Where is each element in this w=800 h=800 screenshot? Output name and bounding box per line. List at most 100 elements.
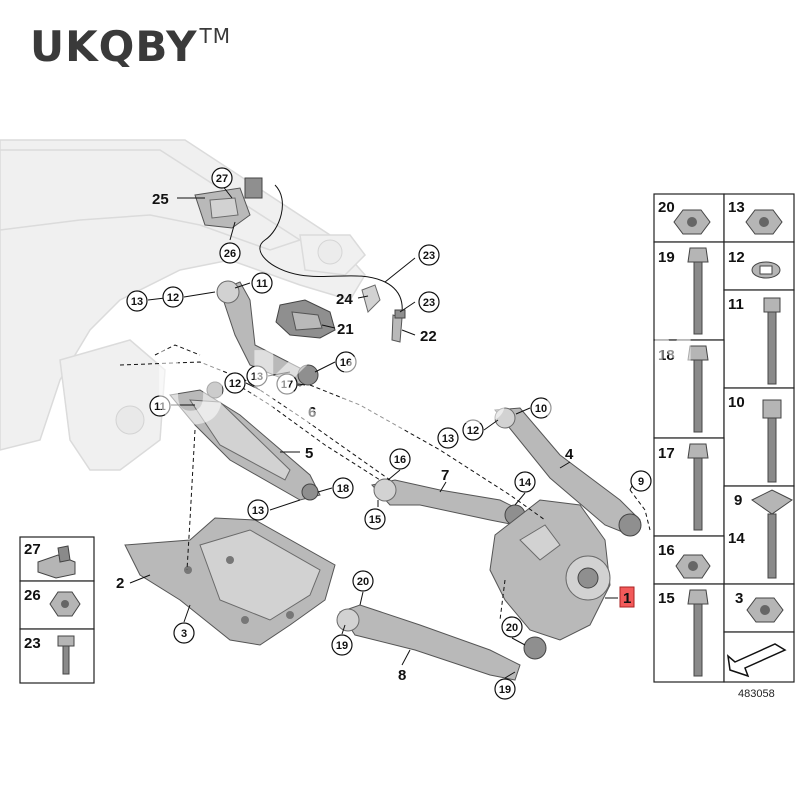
callout-23-lower: 23 [418,291,440,313]
eccentric-bolt-icon [751,489,793,515]
label-2: 2 [116,575,124,592]
hw-left-27: 27 [24,541,41,558]
brand-trademark: TM [199,24,231,48]
hw-right-18: 18 [658,347,675,364]
hw-right-13: 13 [728,199,745,216]
hw-right-10: 10 [728,394,745,411]
svg-text:11: 11 [154,401,166,413]
svg-text:12: 12 [467,425,479,437]
svg-text:16: 16 [340,357,352,369]
label-22: 22 [420,328,437,345]
bolt-18-icon [687,345,709,361]
bolt-15-icon [687,589,709,605]
hw-right-14: 14 [728,530,745,547]
control-arm-8 [336,604,547,681]
hw-right-9: 9 [734,492,742,509]
label-1: 1 [623,590,631,607]
callout-10: 10 [530,397,552,419]
hw-left-26: 26 [24,587,41,604]
callout-16-arm7: 16 [389,448,411,470]
hw-right-12: 12 [728,249,745,266]
hw-right-11: 11 [728,296,744,313]
hw-right-16: 16 [658,542,675,559]
svg-text:19: 19 [336,640,348,652]
callout-13-arm6: 13 [246,365,268,387]
svg-text:17: 17 [281,379,293,391]
svg-text:18: 18 [337,483,349,495]
callout-16-arm6: 16 [335,351,357,373]
svg-text:26: 26 [224,248,236,260]
label-21: 21 [337,321,354,338]
underbody-panel-2 [124,517,336,646]
control-arm-5 [169,381,321,501]
label-6: 6 [308,404,316,421]
callout-19-arm8-left: 19 [331,634,353,656]
hw-right-19: 19 [658,249,675,266]
label-1-box [619,586,635,608]
bracket-21 [275,299,336,339]
bolt-10-icon [762,399,782,419]
hw-right-3: 3 [735,590,743,607]
sensor-wire [259,184,403,331]
callout-12-mid: 12 [224,372,246,394]
callout-23-upper: 23 [418,244,440,266]
svg-text:13: 13 [442,433,454,445]
callout-20-knuckle: 20 [501,616,523,638]
svg-text:13: 13 [131,296,143,308]
leader-lines [129,184,636,679]
control-arm-6 [216,280,319,387]
svg-text:23: 23 [423,250,435,262]
hardware-right-grid: 20 13 19 12 11 18 17 10 9 14 16 15 3 [653,193,795,683]
svg-text:12: 12 [167,292,179,304]
svg-text:13: 13 [251,371,263,383]
svg-text:9: 9 [638,476,644,488]
callout-27: 27 [211,167,233,189]
screw-icon [57,635,75,647]
svg-text:3: 3 [181,628,187,640]
bolt-11-icon [763,297,781,313]
callout-12-top: 12 [162,286,184,308]
svg-text:15: 15 [369,514,381,526]
hw-right-20: 20 [658,199,675,216]
hw-right-17: 17 [658,445,675,462]
bolt-19-icon [687,247,709,263]
callout-11-top: 11 [251,272,273,294]
svg-text:11: 11 [256,278,268,290]
callout-17: 17 [276,373,298,395]
callout-13-arm5: 13 [247,499,269,521]
svg-text:13: 13 [252,505,264,517]
callout-9: 9 [630,470,652,492]
label-24: 24 [336,291,353,308]
sensor-22 [391,309,406,343]
label-5: 5 [305,445,313,462]
control-arm-4 [494,407,642,537]
svg-text:10: 10 [535,403,547,415]
callout-20-arm8: 20 [352,570,374,592]
svg-text:19: 19 [499,684,511,696]
callout-26: 26 [219,242,241,264]
clip-24 [361,284,381,313]
wheel-carrier-1 [489,499,611,641]
bolt-17-icon [687,443,709,459]
callout-13-top: 13 [126,290,148,312]
callout-15: 15 [364,508,386,530]
svg-text:20: 20 [357,576,369,588]
callout-12-arm4: 12 [462,419,484,441]
callout-19-arm8-right: 19 [494,678,516,700]
callout-14: 14 [514,471,536,493]
bracket-25 [194,177,263,229]
label-8: 8 [398,667,406,684]
brand-name: UKQBY [30,22,198,71]
label-25: 25 [152,191,169,208]
callout-18: 18 [332,477,354,499]
callout-13-arm4: 13 [437,427,459,449]
diagram-reference-number: 483058 [738,688,775,700]
svg-text:23: 23 [423,297,435,309]
label-7: 7 [441,467,449,484]
hw-left-23: 23 [24,635,41,652]
svg-text:16: 16 [394,454,406,466]
svg-text:20: 20 [506,622,518,634]
hardware-left-column: 27 26 23 [19,536,95,684]
